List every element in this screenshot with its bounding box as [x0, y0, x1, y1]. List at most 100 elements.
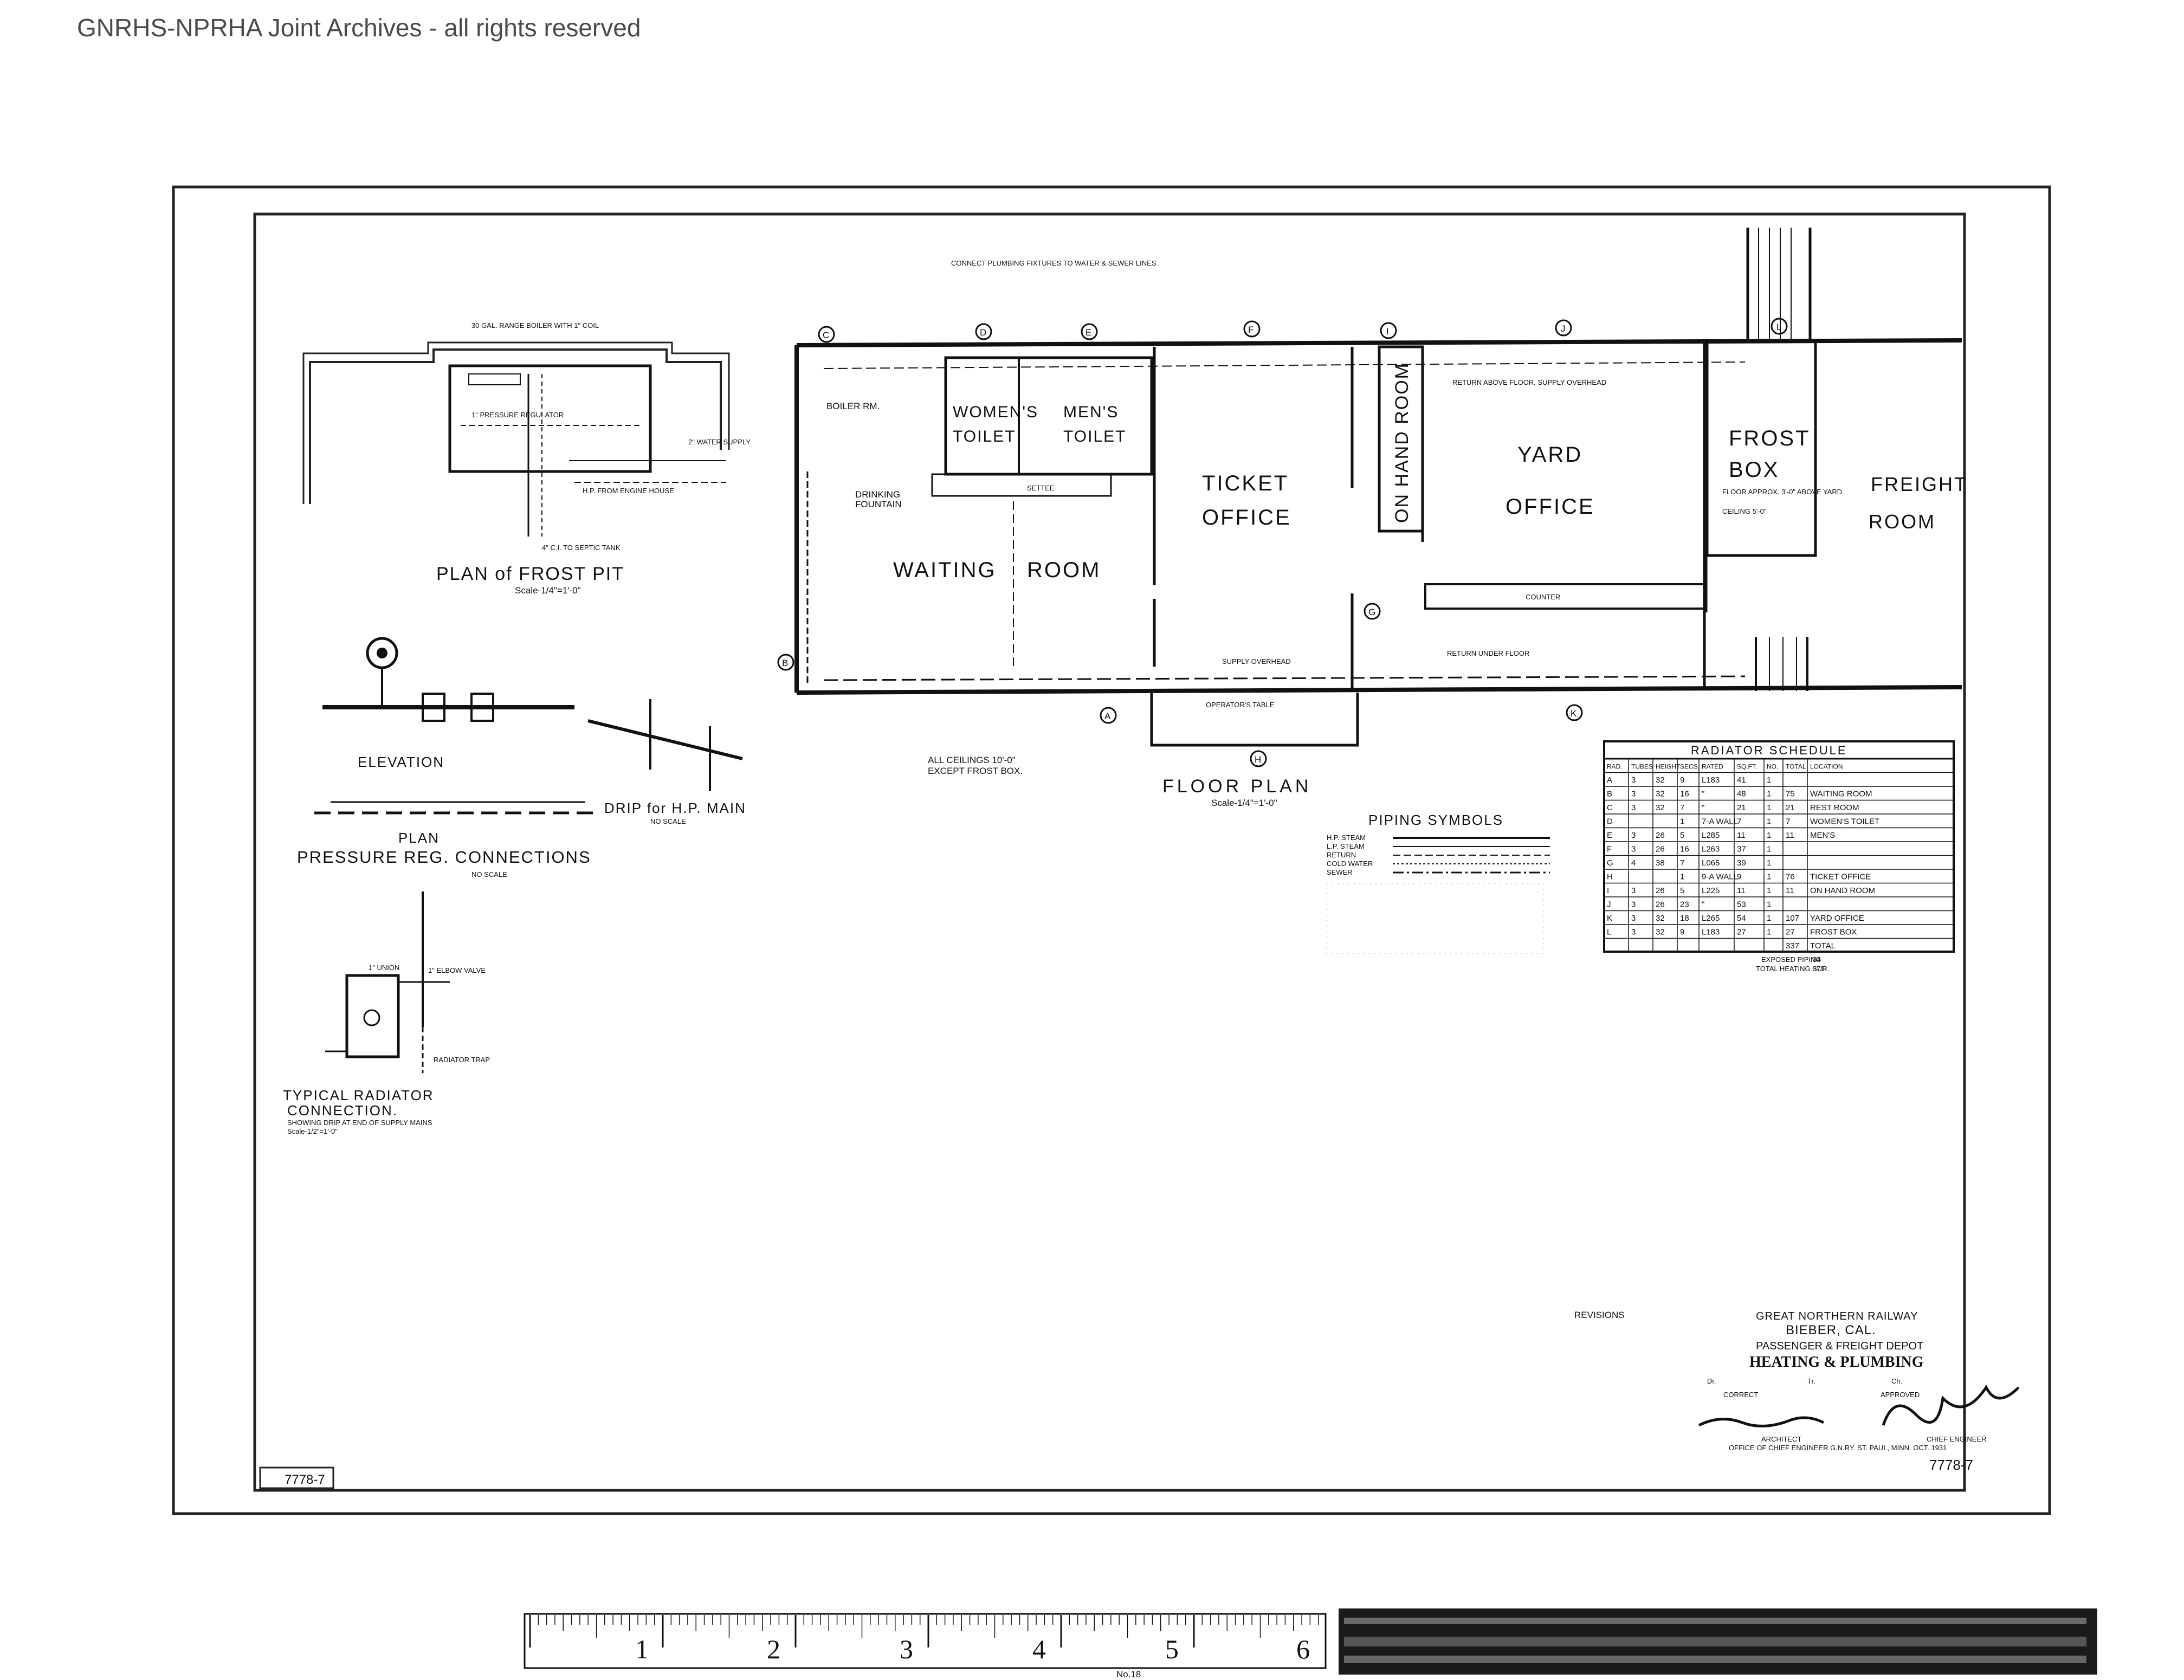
schedule-cell: L	[1607, 928, 1611, 937]
floor-plan-scale: Scale-1/4"=1'-0"	[1211, 798, 1277, 808]
legend-hp-steam: H.P. STEAM	[1327, 833, 1366, 842]
freight-label-1: FREIGHT	[1871, 473, 1968, 495]
radiator-trap-note: RADIATOR TRAP	[434, 1056, 490, 1064]
piping-symbols-legend: PIPING SYMBOLS H.P. STEAM L.P. STEAM RET…	[1326, 812, 1550, 954]
schedule-cell: 1	[1767, 900, 1771, 909]
frost-box-floor-note: FLOOR APPROX. 3'-0" ABOVE YARD	[1722, 488, 1842, 496]
frost-box-label-2: BOX	[1729, 458, 1779, 482]
schedule-cell: 7-A WALL	[1702, 817, 1738, 826]
schedule-cell: L263	[1702, 845, 1720, 854]
marker-l: L	[1776, 322, 1781, 332]
traced-label: Tr.	[1807, 1377, 1815, 1385]
schedule-cell: 337	[1786, 941, 1799, 951]
ceilings-note-2: EXCEPT FROST BOX.	[928, 766, 1023, 776]
schedule-cell: 3	[1631, 776, 1636, 785]
schedule-cell: 32	[1656, 914, 1665, 923]
marker-j: J	[1561, 324, 1566, 334]
mens-label-2: TOILET	[1063, 428, 1126, 445]
schedule-cell: 9	[1737, 873, 1741, 882]
schedule-cell: 9	[1680, 928, 1684, 937]
counter-label: COUNTER	[1526, 593, 1560, 601]
marker-h: H	[1255, 754, 1261, 765]
frost-box-ceiling-note: CEILING 5'-0"	[1722, 507, 1767, 515]
schedule-cell: 26	[1656, 900, 1665, 909]
schedule-cell: 21	[1737, 803, 1746, 812]
schedule-cell: "	[1702, 900, 1704, 909]
typical-radiator-title-1: TYPICAL RADIATOR	[283, 1087, 434, 1103]
exposed-piping-value: 34	[1813, 955, 1820, 964]
ruler-num-5: 5	[1165, 1634, 1179, 1664]
schedule-cell: 7	[1786, 817, 1790, 826]
marker-c: C	[823, 330, 829, 340]
frost-pit-title: PLAN of FROST PIT	[436, 564, 624, 584]
drawn-label: Dr.	[1707, 1377, 1716, 1385]
schedule-cell: 27	[1786, 928, 1795, 937]
legend-cold-water: COLD WATER	[1327, 860, 1373, 868]
schedule-cell: F	[1607, 845, 1612, 854]
total-heating-label: TOTAL HEATING SUR.	[1756, 965, 1829, 973]
schedule-cell: 3	[1631, 845, 1636, 854]
schedule-header-cell: RAD.	[1607, 763, 1623, 771]
schedule-cell: 21	[1786, 803, 1795, 812]
schedule-cell: 11	[1786, 886, 1794, 895]
floor-plan: WOMEN'S TOILET MEN'S TOILET BOILER RM. D…	[777, 228, 1968, 808]
place-name: BIEBER, CAL.	[1786, 1323, 1876, 1337]
settee-label: SETTEE	[1027, 484, 1055, 492]
typical-radiator-connection: 1" ELBOW VALVE 1" UNION RADIATOR TRAP TY…	[283, 891, 490, 1135]
schedule-cell: 76	[1786, 873, 1795, 882]
return-under-note: RETURN UNDER FLOOR	[1447, 649, 1529, 657]
ruler-num-4: 4	[1032, 1634, 1046, 1664]
schedule-cell: L285	[1702, 831, 1720, 840]
mens-label-1: MEN'S	[1063, 403, 1119, 421]
schedule-cell: 1	[1767, 831, 1771, 840]
schedule-cell: K	[1607, 914, 1612, 923]
ceilings-note-1: ALL CEILINGS 10'-0"	[928, 755, 1016, 765]
schedule-cell: 27	[1737, 928, 1746, 937]
marker-a: A	[1104, 711, 1111, 721]
schedule-cell: 32	[1656, 790, 1665, 799]
ruler-num-3: 3	[900, 1634, 913, 1664]
schedule-cell: 3	[1631, 886, 1636, 895]
schedule-cell: 32	[1656, 776, 1665, 785]
archive-watermark: GNRHS-NPRHA Joint Archives - all rights …	[77, 14, 641, 42]
schedule-cell: 1	[1767, 873, 1771, 882]
return-above-note: RETURN ABOVE FLOOR, SUPPLY OVERHEAD	[1452, 378, 1606, 386]
schedule-cell: 1	[1767, 845, 1771, 854]
total-heating-value: 371	[1813, 965, 1825, 973]
drinking-fountain-label-2: FOUNTAIN	[855, 499, 902, 509]
architect-label: ARCHITECT	[1761, 1435, 1801, 1443]
ticket-label-1: TICKET	[1202, 471, 1289, 495]
schedule-cell: 3	[1631, 900, 1636, 909]
schedule-cell: 7	[1680, 803, 1684, 812]
building-name: PASSENGER & FREIGHT DEPOT	[1756, 1340, 1923, 1352]
drinking-fountain-label-1: DRINKING	[855, 489, 900, 500]
inner-border	[253, 212, 1966, 1492]
schedule-cell: "	[1702, 790, 1704, 799]
schedule-cell: J	[1607, 900, 1611, 909]
schedule-cell: G	[1607, 858, 1613, 868]
schedule-cell: L265	[1702, 914, 1720, 923]
schedule-cell: 32	[1656, 803, 1665, 812]
schedule-header-cell: SQ.FT.	[1737, 763, 1757, 771]
legend-sewer: SEWER	[1327, 868, 1353, 876]
yard-label-1: YARD	[1517, 443, 1582, 467]
schedule-cell: 11	[1737, 831, 1746, 840]
ruler-num-2: 2	[767, 1634, 780, 1664]
schedule-cell: L183	[1702, 776, 1720, 785]
schedule-cell: 3	[1631, 914, 1636, 923]
plan-label: PLAN	[398, 830, 440, 846]
ticket-label-2: OFFICE	[1202, 506, 1291, 529]
schedule-cell: C	[1607, 803, 1613, 812]
schedule-cell: A	[1607, 776, 1612, 785]
schedule-cell: 41	[1737, 776, 1746, 785]
schedule-cell: 3	[1631, 790, 1636, 799]
schedule-cell: D	[1607, 817, 1613, 826]
schedule-cell: 1	[1767, 886, 1771, 895]
ruler-caption: No.18	[1116, 1669, 1141, 1679]
on-hand-room-label: ON HAND ROOM	[1392, 363, 1412, 523]
legend-return: RETURN	[1327, 851, 1356, 859]
boiler-room-label: BOILER RM.	[826, 401, 880, 411]
marker-e: E	[1085, 327, 1091, 338]
schedule-header-cell: LOCATION	[1810, 763, 1843, 771]
